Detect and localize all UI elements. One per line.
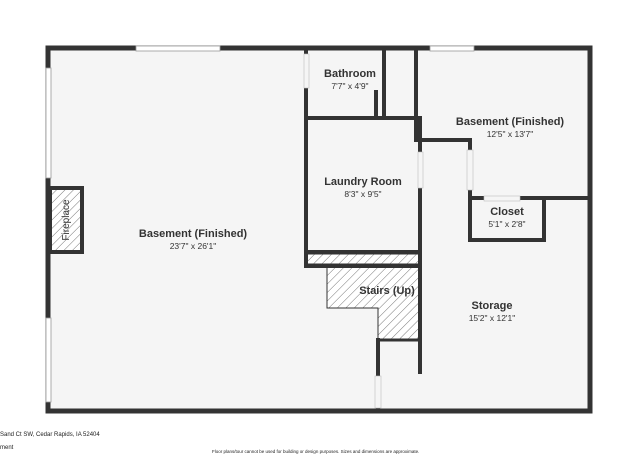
room-name-basement-main: Basement (Finished) [139,228,248,240]
laundry-threshold-hatch [305,253,421,265]
windows [45,45,475,403]
room-name-laundry: Laundry Room [324,176,402,188]
footer-address: Sand Ct SW, Cedar Rapids, IA 52404 [0,432,100,438]
room-dims-bathroom: 7'7" x 4'9" [331,81,368,91]
floor-area [48,48,590,411]
footer-disclaimer: Floor plans/tour cannot be used for buil… [212,449,420,454]
door-openings [303,53,521,409]
room-name-storage: Storage [472,300,513,312]
room-name-stairs: Stairs (Up) [359,285,415,297]
footer-level: ment [0,445,14,451]
room-dims-basement-right: 12'5" x 13'7" [487,129,534,139]
room-name-closet: Closet [490,206,524,218]
room-dims-laundry: 8'3" x 9'5" [344,189,381,199]
room-dims-closet: 5'1" x 2'8" [488,219,525,229]
fireplace-label: Fireplace [61,199,72,241]
room-dims-storage: 15'2" x 12'1" [469,313,516,323]
room-dims-basement-main: 23'7" x 26'1" [170,241,217,251]
room-name-bathroom: Bathroom [324,68,376,80]
room-name-basement-right: Basement (Finished) [456,116,565,128]
